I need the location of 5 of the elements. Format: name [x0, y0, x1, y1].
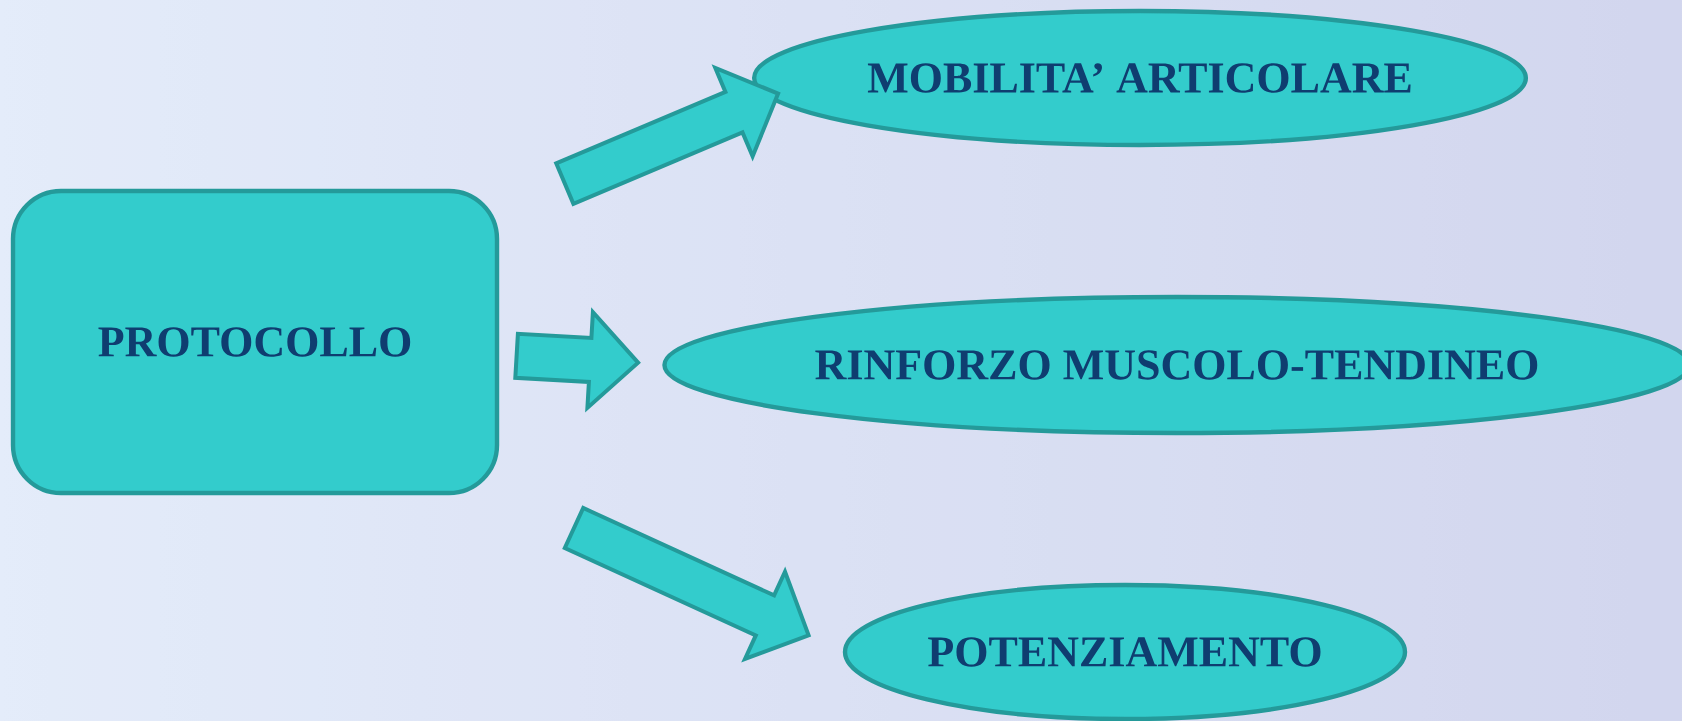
process-box: PROTOCOLLO	[10, 188, 500, 496]
ellipse-node: MOBILITA’ ARTICOLARE	[751, 8, 1529, 148]
block-arrow	[513, 307, 641, 413]
ellipse-node: POTENZIAMENTO	[842, 582, 1408, 721]
ellipse-node: RINFORZO MUSCOLO-TENDINEO	[662, 294, 1682, 436]
